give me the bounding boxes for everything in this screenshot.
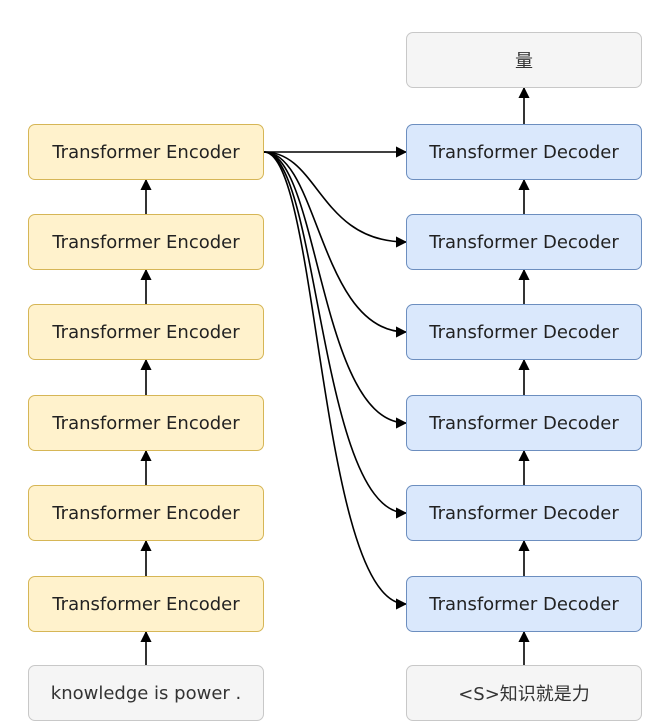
encoder-input-box: knowledge is power . [28, 665, 264, 721]
decoder-layer-6: Transformer Decoder [406, 124, 642, 180]
encoder-to-decoder-arrow [263, 151, 408, 519]
decoder-layer-4: Transformer Decoder [406, 304, 642, 360]
encoder-to-decoder-arrow [263, 151, 408, 429]
encoder-layer-1: Transformer Encoder [28, 576, 264, 632]
encoder-layer-4: Transformer Encoder [28, 304, 264, 360]
decoder-layer-3: Transformer Decoder [406, 395, 642, 451]
encoder-layer-2: Transformer Encoder [28, 485, 264, 541]
output-token-box: 量 [406, 32, 642, 88]
encoder-layer-3: Transformer Encoder [28, 395, 264, 451]
decoder-layer-1: Transformer Decoder [406, 576, 642, 632]
encoder-layer-6: Transformer Encoder [28, 124, 264, 180]
decoder-layer-5: Transformer Decoder [406, 214, 642, 270]
decoder-layer-2: Transformer Decoder [406, 485, 642, 541]
decoder-input-box: <S>知识就是力 [406, 665, 642, 721]
encoder-to-decoder-arrow [263, 151, 408, 248]
encoder-layer-5: Transformer Encoder [28, 214, 264, 270]
encoder-to-decoder-arrow [263, 151, 408, 338]
encoder-to-decoder-arrow [263, 151, 408, 610]
